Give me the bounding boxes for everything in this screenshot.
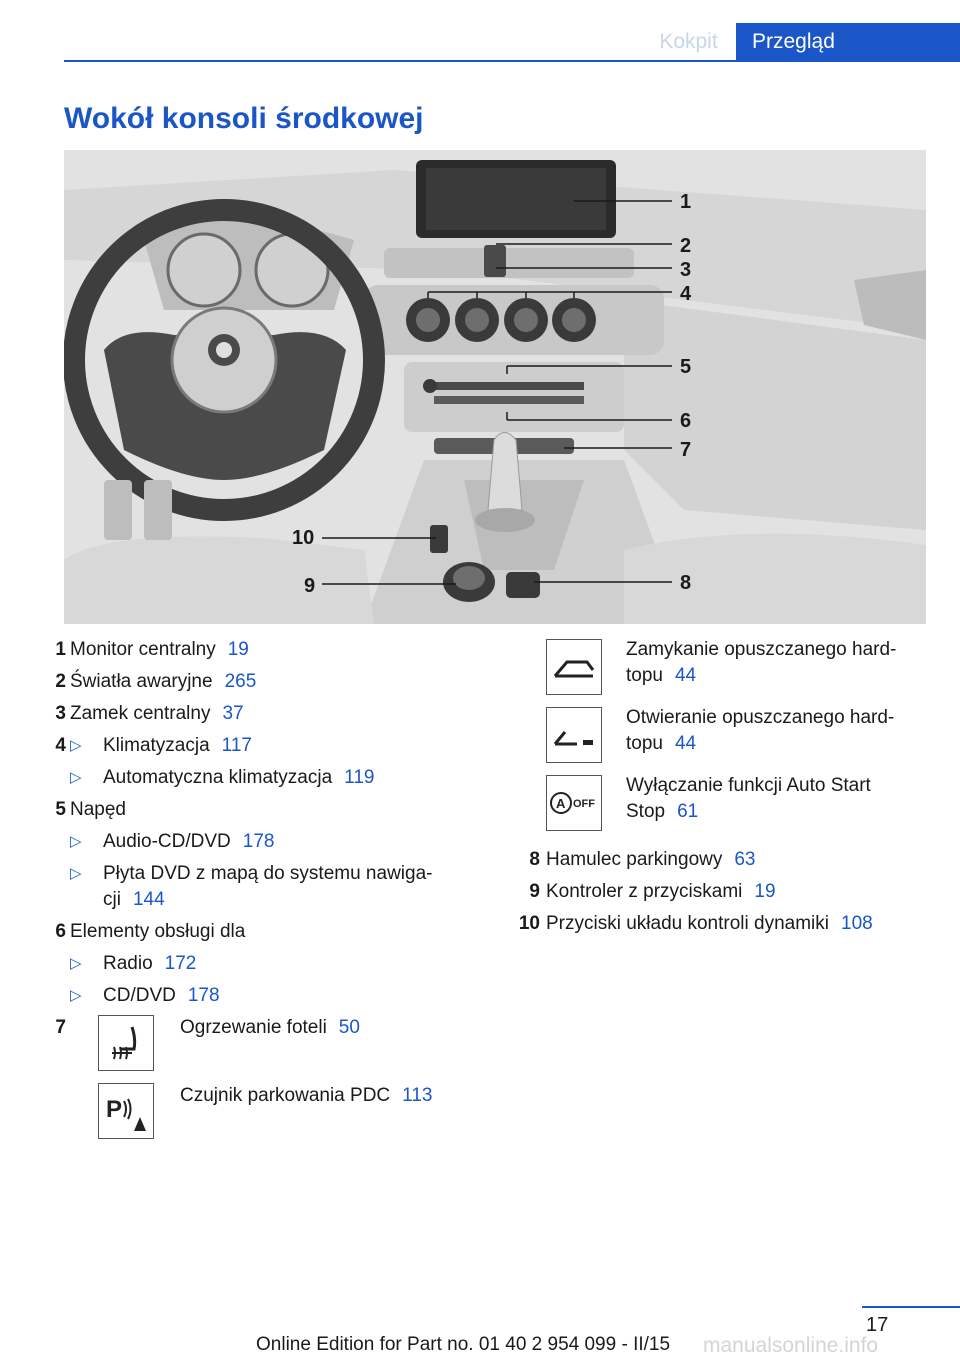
callout-8: 8 xyxy=(680,572,692,594)
page-reference-link[interactable]: 63 xyxy=(734,849,756,870)
seat-heating-icon xyxy=(98,1015,154,1071)
item-label: Napęd xyxy=(70,799,126,820)
item-number: 10 xyxy=(518,913,540,934)
item-label: Hamulec parkingowy xyxy=(546,849,723,870)
item-number: 2 xyxy=(55,671,66,692)
page-title: Wokół konsoli środkowej xyxy=(64,102,424,135)
page-reference-link[interactable]: 178 xyxy=(242,831,275,852)
item-label: Automatyczna klimatyzacja xyxy=(103,767,333,788)
edition-note: Online Edition for Part no. 01 40 2 954 … xyxy=(256,1334,671,1355)
tab-kokpit[interactable]: Kokpit xyxy=(659,30,718,53)
center-console-illustration: 1 2 3 4 5 6 7 8 9 10 xyxy=(64,150,926,624)
callout-4: 4 xyxy=(680,283,692,305)
page-number: 17 xyxy=(866,1314,889,1336)
item-number: 3 xyxy=(55,703,66,724)
hardtop-close-icon xyxy=(546,639,602,695)
item-label: Zamykanie opuszczanego hard- xyxy=(626,639,897,660)
dashboard-drawing xyxy=(64,150,926,624)
list-item: Otwieranie opuszczanego hard- topu 44 xyxy=(510,705,930,765)
page-reference-link[interactable]: 61 xyxy=(677,801,699,822)
item-number: 6 xyxy=(55,921,66,942)
item-number: 5 xyxy=(55,799,66,820)
bullet-triangle-icon: ▷ xyxy=(70,987,82,1004)
watermark: manualsonline.info xyxy=(703,1334,879,1357)
item-number: 9 xyxy=(529,881,540,902)
footer-divider xyxy=(862,1306,960,1308)
item-label: Kontroler z przyciskami xyxy=(546,881,743,902)
page-reference-link[interactable]: 108 xyxy=(841,913,873,934)
item-number: 1 xyxy=(55,639,66,660)
item-label: Otwieranie opuszczanego hard- xyxy=(626,707,895,728)
auto-start-stop-off-icon: A OFF xyxy=(546,775,602,831)
parking-sensor-icon: P xyxy=(98,1083,154,1139)
header-tabs: Kokpit Przegląd xyxy=(0,23,960,63)
page-reference-link[interactable]: 119 xyxy=(344,767,375,788)
item-label: Wyłączanie funkcji Auto Start xyxy=(626,775,871,796)
callout-10: 10 xyxy=(292,527,315,549)
item-label-cont: cji xyxy=(103,889,121,910)
bullet-triangle-icon: ▷ xyxy=(70,769,82,786)
item-label: Przyciski układu kontroli dynamiki xyxy=(546,913,829,934)
page-reference-link[interactable]: 117 xyxy=(221,735,252,756)
item-label: Audio-CD/DVD xyxy=(103,831,231,852)
page-reference-link[interactable]: 44 xyxy=(674,733,697,754)
item-label: Światła awaryjne xyxy=(70,671,213,692)
item-number: 7 xyxy=(55,1017,66,1038)
bullet-triangle-icon: ▷ xyxy=(70,737,82,754)
callout-6: 6 xyxy=(680,410,692,432)
item-label: Monitor centralny xyxy=(70,639,216,660)
item-label: Radio xyxy=(103,953,153,974)
svg-text:A: A xyxy=(556,796,566,811)
page-reference-link[interactable]: 37 xyxy=(222,703,244,724)
item-label: Czujnik parkowania PDC xyxy=(180,1085,391,1106)
list-item: 7 Ogrzewanie foteli 50 xyxy=(36,1015,476,1075)
page-reference-link[interactable]: 113 xyxy=(402,1085,433,1106)
off-label: OFF xyxy=(573,798,595,810)
list-item: A OFF Wyłączanie funkcji Auto Start Stop 6… xyxy=(510,773,930,833)
callout-2: 2 xyxy=(680,235,692,257)
callout-3: 3 xyxy=(680,259,692,281)
item-label-cont: topu xyxy=(626,665,663,686)
page-reference-link[interactable]: 265 xyxy=(224,671,257,692)
item-label: CD/DVD xyxy=(103,985,176,1006)
tab-przeglad[interactable]: Przegląd xyxy=(736,23,960,61)
callout-7: 7 xyxy=(680,439,692,461)
item-label: Elementy obsługi dla xyxy=(70,921,246,942)
item-label: Ogrzewanie foteli xyxy=(180,1017,327,1038)
page-reference-link[interactable]: 172 xyxy=(164,953,197,974)
item-label: Płyta DVD z mapą do systemu nawiga- xyxy=(103,863,433,884)
list-item: Zamykanie opuszczanego hard- topu 44 xyxy=(510,637,930,697)
list-item: P Czujnik parkowania PDC 113 xyxy=(36,1083,476,1143)
callout-1: 1 xyxy=(680,191,692,213)
svg-text:P: P xyxy=(106,1096,122,1123)
item-label: Zamek centralny xyxy=(70,703,211,724)
callout-9: 9 xyxy=(304,575,316,597)
header-divider xyxy=(64,60,960,62)
item-number: 4 xyxy=(55,735,66,756)
item-label-cont: Stop xyxy=(626,801,666,822)
page-reference-link[interactable]: 144 xyxy=(132,889,165,910)
callout-5: 5 xyxy=(680,356,692,378)
page-reference-link[interactable]: 178 xyxy=(187,985,220,1006)
page-reference-link[interactable]: 19 xyxy=(754,881,776,902)
hardtop-open-icon xyxy=(546,707,602,763)
page-reference-link[interactable]: 44 xyxy=(674,665,697,686)
page-reference-link[interactable]: 19 xyxy=(227,639,249,660)
bullet-triangle-icon: ▷ xyxy=(70,833,82,850)
item-label-cont: topu xyxy=(626,733,663,754)
item-number: 8 xyxy=(529,849,540,870)
page-reference-link[interactable]: 50 xyxy=(338,1017,360,1038)
item-label: Klimatyzacja xyxy=(103,735,210,756)
bullet-triangle-icon: ▷ xyxy=(70,955,82,972)
bullet-triangle-icon: ▷ xyxy=(70,865,82,882)
